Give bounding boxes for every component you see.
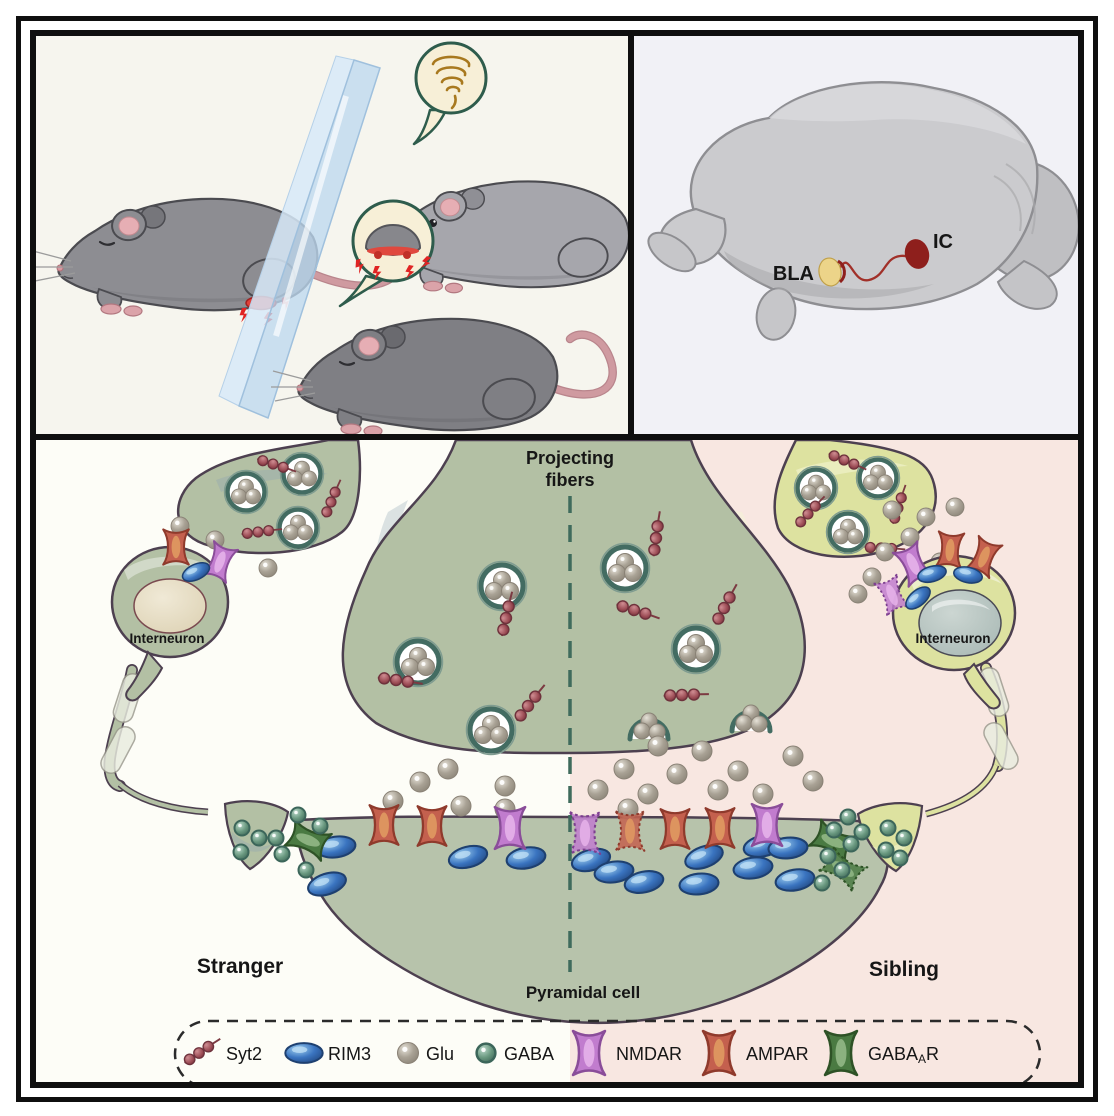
outer-frame	[16, 16, 1098, 1102]
pyramidal-cell-label: Pyramidal cell	[526, 983, 640, 1002]
observer-mouse-bottom	[269, 317, 617, 434]
interneuron-left: Interneuron	[96, 528, 240, 816]
distress-swirl-icon	[431, 55, 471, 110]
interneuron-right-label: Interneuron	[915, 631, 990, 646]
thought-bubble-distress	[412, 41, 488, 146]
mouse-brain	[647, 81, 1078, 341]
projecting-fibers-label-line1: Projecting	[526, 448, 614, 468]
ic-marker	[904, 239, 930, 269]
inner-frame	[30, 30, 1084, 1088]
gaba-terminal-left	[223, 800, 329, 879]
bla-ic-pathway: BLA IC	[773, 231, 953, 287]
legend-ampar-label: AMPAR	[746, 1044, 809, 1064]
bla-label: BLA	[773, 263, 814, 285]
behavior-illustration	[36, 41, 628, 434]
gaba-terminal-right	[813, 802, 924, 892]
synapse-panel: Interneuron	[36, 440, 1078, 1082]
closed-eye	[98, 240, 116, 246]
stranger-axon-terminal	[176, 440, 362, 555]
closed-eye	[338, 360, 356, 366]
brain-illustration: BLA IC	[647, 81, 1078, 341]
projecting-fiber-terminal	[341, 440, 807, 755]
glass-barrier	[218, 55, 381, 420]
ic-label: IC	[933, 231, 953, 253]
legend-border	[173, 1019, 1042, 1082]
interneuron-left-nucleus	[133, 578, 207, 634]
synapse-illustration: Interneuron	[36, 440, 1078, 1082]
panel-divider-vertical	[628, 36, 634, 434]
bla-marker	[818, 257, 842, 287]
legend-nmdar-label: NMDAR	[616, 1044, 682, 1064]
projecting-fibers-label-line2: fibers	[545, 470, 594, 490]
observer-mouse-top	[355, 180, 628, 294]
stranger-label: Stranger	[197, 955, 283, 978]
panel-divider-horizontal	[36, 434, 1078, 440]
sibling-label: Sibling	[869, 958, 939, 981]
legend-rim3-label: RIM3	[328, 1044, 371, 1064]
legend-syt2-label: Syt2	[226, 1044, 262, 1064]
interneuron-left-label: Interneuron	[129, 631, 204, 646]
legend-gabaar-label: GABAAR	[868, 1044, 939, 1066]
legend: Syt2 RIM3 Glu GABA NMDAR AMPAR GABAAR	[173, 1019, 1042, 1082]
legend-glu-label: Glu	[426, 1044, 454, 1064]
interneuron-right: Interneuron	[872, 530, 1023, 818]
behavior-panel	[36, 36, 628, 434]
pain-mouse-icon	[353, 224, 433, 281]
thought-bubble-pain	[338, 199, 435, 308]
brain-panel: BLA IC	[634, 36, 1078, 434]
legend-gaba-label: GABA	[504, 1044, 554, 1064]
